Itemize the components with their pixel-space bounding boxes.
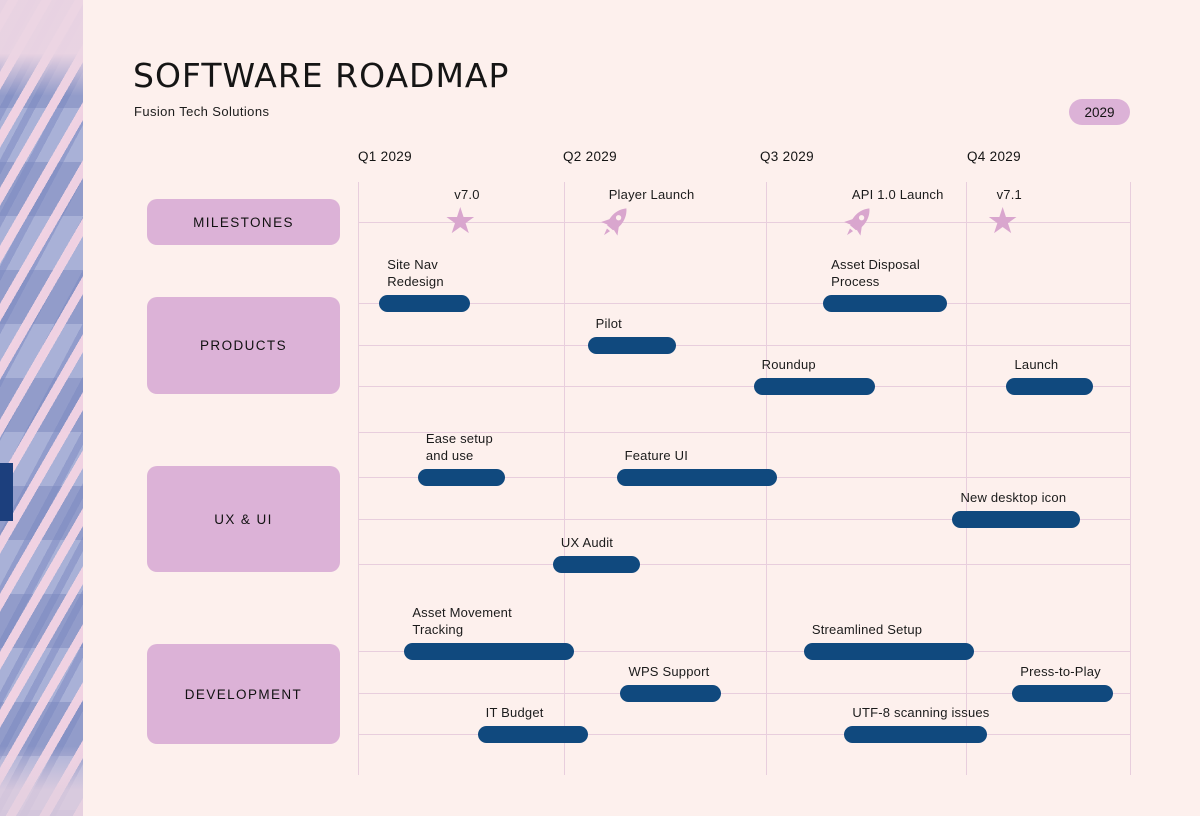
task-label-site-nav-redesign: Site Nav Redesign (387, 256, 444, 289)
task-label-pilot: Pilot (595, 315, 622, 331)
task-bar-it-budget (477, 725, 588, 743)
photo-navy-block (0, 463, 13, 521)
lane-label-products: PRODUCTS (147, 297, 340, 394)
grid-hline-9 (358, 693, 1130, 694)
task-bar-press-to-play (1012, 684, 1113, 702)
quarter-header-q2-2029: Q2 2029 (563, 149, 617, 164)
task-bar-wps-support (620, 684, 721, 702)
grid-hline-6 (358, 519, 1130, 520)
task-label-roundup: Roundup (761, 356, 816, 372)
task-bar-asset-disposal-process (823, 294, 947, 312)
grid-vline-3 (966, 182, 967, 775)
grid-vline-4 (1130, 182, 1131, 775)
task-label-it-budget: IT Budget (485, 704, 544, 720)
task-bar-feature-ui (616, 468, 777, 486)
grid-vline-0 (358, 182, 359, 775)
grid-hline-7 (358, 564, 1130, 565)
decorative-photo-strip (0, 0, 83, 816)
grid-hline-2 (358, 345, 1130, 346)
task-bar-site-nav-redesign (379, 294, 470, 312)
milestone-label-api-1-0-launch: API 1.0 Launch (851, 187, 944, 202)
lane-label-ux-ui: UX & UI (147, 466, 340, 572)
grid-vline-1 (564, 182, 565, 775)
task-label-launch: Launch (1014, 356, 1059, 372)
milestone-label-v7-0: v7.0 (454, 187, 480, 202)
task-bar-roundup (753, 377, 876, 395)
task-bar-new-desktop-icon (952, 510, 1080, 528)
milestone-label-player-launch: Player Launch (608, 187, 695, 202)
task-bar-utf-8-scanning-issues (844, 725, 988, 743)
task-label-new-desktop-icon: New desktop icon (960, 489, 1067, 505)
grid-hline-4 (358, 432, 1130, 433)
grid-hline-10 (358, 734, 1130, 735)
star-icon: ★ (986, 201, 1019, 242)
grid-hline-0 (358, 222, 1130, 223)
task-label-feature-ui: Feature UI (624, 447, 689, 463)
task-bar-ease-setup-and-use (417, 468, 505, 486)
task-label-asset-movement-tracking: Asset Movement Tracking (412, 604, 512, 637)
task-bar-streamlined-setup (803, 642, 974, 660)
task-bar-asset-movement-tracking (404, 642, 575, 660)
lane-label-milestones: MILESTONES (147, 199, 340, 245)
lane-label-text: PRODUCTS (200, 338, 287, 353)
task-label-utf-8-scanning-issues: UTF-8 scanning issues (852, 704, 990, 720)
task-bar-ux-audit (552, 555, 640, 573)
star-icon: ★ (444, 201, 477, 242)
lane-label-development: DEVELOPMENT (147, 644, 340, 744)
task-label-asset-disposal-process: Asset Disposal Process (831, 256, 920, 289)
task-bar-pilot (587, 336, 677, 354)
rocket-icon (833, 197, 883, 248)
quarter-header-q3-2029: Q3 2029 (760, 149, 814, 164)
task-label-ease-setup-and-use: Ease setup and use (425, 430, 493, 463)
grid-hline-8 (358, 651, 1130, 652)
rocket-icon (589, 197, 639, 248)
task-bar-launch (1006, 377, 1094, 395)
page-title: SOFTWARE ROADMAP (133, 56, 510, 95)
milestone-label-v7-1: v7.1 (996, 187, 1022, 202)
lane-label-text: MILESTONES (193, 214, 294, 230)
quarter-header-q4-2029: Q4 2029 (967, 149, 1021, 164)
task-label-streamlined-setup: Streamlined Setup (811, 621, 923, 637)
lane-label-text: UX & UI (214, 511, 273, 527)
grid-hline-1 (358, 303, 1130, 304)
page-subtitle: Fusion Tech Solutions (134, 104, 270, 119)
year-badge: 2029 (1069, 99, 1130, 125)
task-label-ux-audit: UX Audit (560, 534, 614, 550)
task-label-press-to-play: Press-to-Play (1020, 663, 1101, 679)
lane-label-text: DEVELOPMENT (184, 686, 303, 702)
quarter-header-q1-2029: Q1 2029 (358, 149, 412, 164)
task-label-wps-support: WPS Support (628, 663, 710, 679)
grid-hline-3 (358, 386, 1130, 387)
